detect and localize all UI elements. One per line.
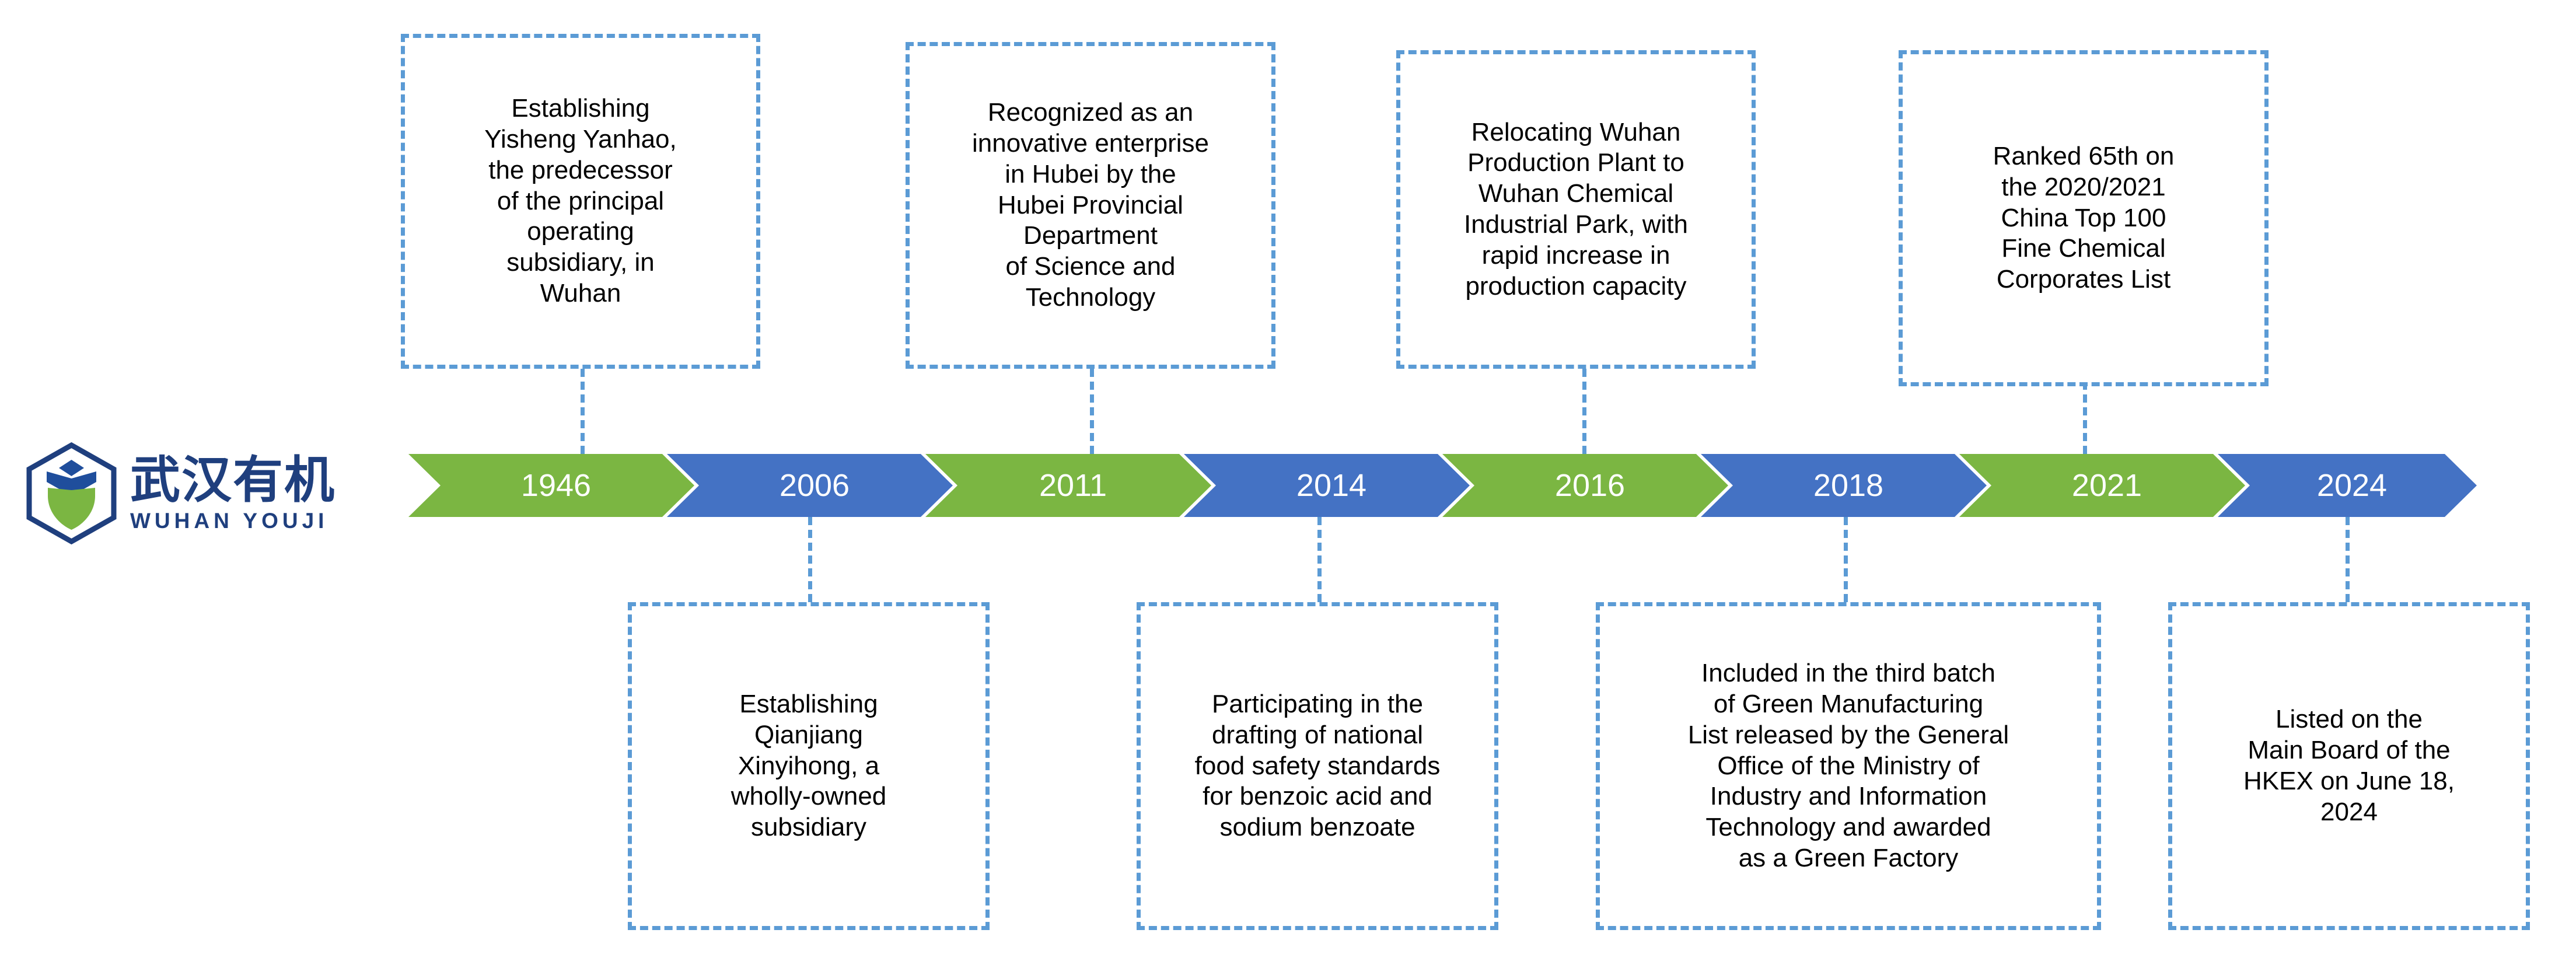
timeline-arrow-2006[interactable]: 2006 (667, 454, 953, 517)
callout-text: Recognized as an innovative enterprise i… (971, 98, 1209, 312)
timeline-year-label: 2011 (1039, 468, 1107, 503)
timeline-band: 1946 2006 2011 2014 2016 2018 2021 2024 (408, 454, 2477, 517)
callout-box-2011[interactable]: Recognized as an innovative enterprise i… (906, 42, 1275, 369)
timeline-arrow-2024[interactable]: 2024 (2218, 454, 2477, 517)
timeline-arrow-1946[interactable]: 1946 (408, 454, 694, 517)
timeline-arrow-2021[interactable]: 2021 (1959, 454, 2245, 517)
connector-2018 (1844, 517, 1848, 602)
timeline-year-label: 2018 (1813, 468, 1884, 503)
timeline-year-label: 2006 (779, 468, 850, 503)
timeline-year-label: 1946 (520, 468, 592, 503)
callout-text: Included in the third batch of Green Man… (1687, 659, 2009, 872)
logo-wordmark: 武汉有机 WUHAN YOUJI (130, 455, 335, 532)
timeline-year-label: 2016 (1554, 468, 1626, 503)
connector-2024 (2346, 517, 2350, 602)
connector-2011 (1090, 369, 1094, 454)
timeline-arrow-2018[interactable]: 2018 (1701, 454, 1987, 517)
connector-2016 (1582, 369, 1586, 454)
callout-text: Relocating Wuhan Production Plant to Wuh… (1464, 117, 1688, 300)
timeline-year-label: 2024 (2316, 468, 2388, 503)
callout-text: Participating in the drafting of nationa… (1194, 690, 1441, 842)
callout-box-2016[interactable]: Relocating Wuhan Production Plant to Wuh… (1396, 50, 1756, 369)
callout-text: Establishing Yisheng Yanhao, the predece… (484, 94, 677, 307)
callout-box-2024[interactable]: Listed on the Main Board of the HKEX on … (2168, 602, 2530, 930)
timeline-year-label: 2014 (1296, 468, 1367, 503)
callout-box-2021[interactable]: Ranked 65th on the 2020/2021 China Top 1… (1899, 50, 2269, 386)
connector-2021 (2083, 369, 2087, 454)
callout-box-2014[interactable]: Participating in the drafting of nationa… (1137, 602, 1498, 930)
callout-text: Establishing Qianjiang Xinyihong, a whol… (730, 690, 887, 842)
callout-box-1946[interactable]: Establishing Yisheng Yanhao, the predece… (401, 34, 760, 369)
timeline-arrow-2014[interactable]: 2014 (1184, 454, 1470, 517)
timeline-arrow-2011[interactable]: 2011 (925, 454, 1211, 517)
logo-name-cn: 武汉有机 (130, 450, 335, 509)
callout-text: Listed on the Main Board of the HKEX on … (2243, 705, 2455, 826)
connector-1946 (581, 369, 585, 454)
hexagon-leaf-logo-icon (26, 442, 117, 544)
company-logo: 武汉有机 WUHAN YOUJI (23, 441, 385, 546)
timeline-arrow-2016[interactable]: 2016 (1442, 454, 1728, 517)
callout-box-2018[interactable]: Included in the third batch of Green Man… (1596, 602, 2101, 930)
connector-2006 (808, 517, 812, 602)
timeline-year-label: 2021 (2071, 468, 2142, 503)
callout-box-2006[interactable]: Establishing Qianjiang Xinyihong, a whol… (628, 602, 990, 930)
callout-text: Ranked 65th on the 2020/2021 China Top 1… (1993, 142, 2175, 294)
connector-2014 (1317, 517, 1322, 602)
logo-name-en: WUHAN YOUJI (130, 508, 328, 533)
